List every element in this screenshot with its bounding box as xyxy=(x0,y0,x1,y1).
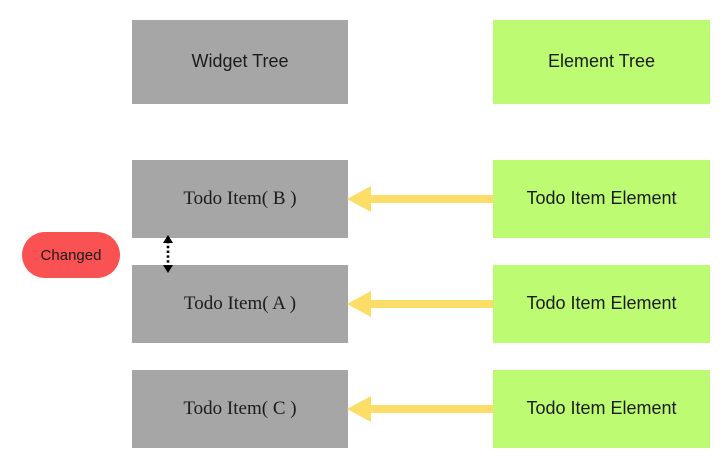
element-node-label: Todo Item Element xyxy=(526,398,677,419)
double-headed-dotted-arrow-icon xyxy=(163,235,173,273)
widget-node-label: Todo Item( C ) xyxy=(183,397,297,419)
widget-tree-label: Widget Tree xyxy=(191,51,289,72)
left-arrow-icon xyxy=(347,291,493,317)
left-arrow-icon xyxy=(347,396,493,422)
element-tree-header-box: Element Tree xyxy=(493,20,710,104)
left-arrow-icon xyxy=(347,186,493,212)
element-node-label: Todo Item Element xyxy=(526,293,677,314)
widget-node-box: Todo Item( C ) xyxy=(132,370,348,448)
widget-node-label: Todo Item( A ) xyxy=(183,292,297,314)
status-badge: Changed xyxy=(22,232,120,278)
element-node-box: Todo Item Element xyxy=(493,370,710,448)
element-tree-label: Element Tree xyxy=(547,51,656,72)
widget-node-box: Todo Item( B ) xyxy=(132,160,348,238)
widget-node-box: Todo Item( A ) xyxy=(132,265,348,343)
widget-tree-header-box: Widget Tree xyxy=(132,20,348,104)
element-node-box: Todo Item Element xyxy=(493,265,710,343)
element-node-label: Todo Item Element xyxy=(526,188,677,209)
status-badge-label: Changed xyxy=(40,246,102,264)
widget-node-label: Todo Item( B ) xyxy=(183,187,297,209)
element-node-box: Todo Item Element xyxy=(493,160,710,238)
